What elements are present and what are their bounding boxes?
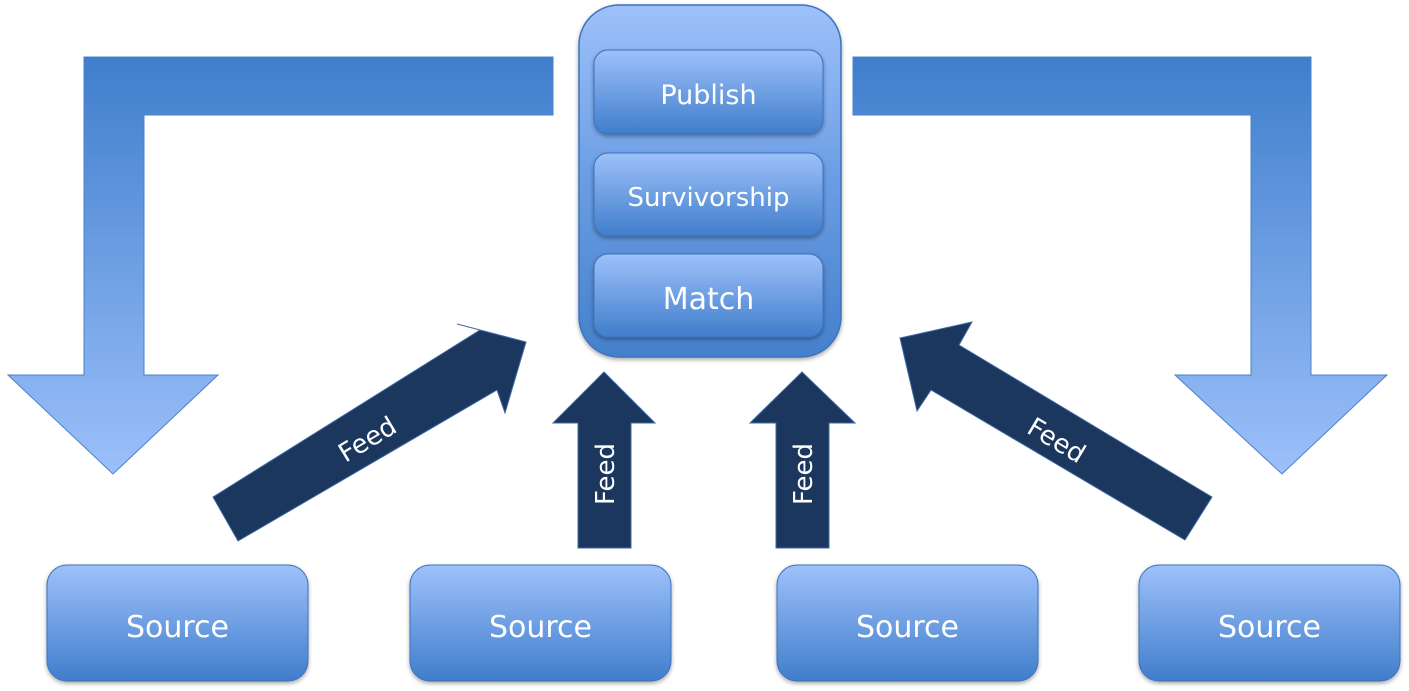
- hub-stage-label: Survivorship: [627, 183, 789, 213]
- source-label: Source: [489, 610, 592, 645]
- source-box-1[interactable]: Source: [46, 564, 309, 682]
- feed-arrow-2: Feed: [551, 371, 657, 549]
- source-box-4[interactable]: Source: [1138, 564, 1401, 682]
- output-arrow-right: [852, 56, 1389, 475]
- source-label: Source: [1218, 610, 1321, 645]
- hub-stage-survivorship[interactable]: Survivorship: [593, 152, 824, 237]
- feed-label: Feed: [591, 443, 621, 505]
- hub-stage-label: Publish: [660, 80, 756, 111]
- feed-arrow-4: Feed: [899, 321, 1213, 541]
- source-box-2[interactable]: Source: [409, 564, 672, 682]
- output-arrow-left: [6, 56, 554, 475]
- source-label: Source: [126, 610, 229, 645]
- feed-arrow-3: Feed: [748, 371, 857, 549]
- source-box-3[interactable]: Source: [776, 564, 1039, 682]
- feed-arrow-1: Feed: [212, 323, 527, 542]
- hub-stage-publish[interactable]: Publish: [593, 49, 824, 135]
- feed-label: Feed: [789, 443, 819, 505]
- hub-stage-match[interactable]: Match: [593, 253, 824, 338]
- source-label: Source: [856, 610, 959, 645]
- hub-stage-label: Match: [663, 282, 755, 317]
